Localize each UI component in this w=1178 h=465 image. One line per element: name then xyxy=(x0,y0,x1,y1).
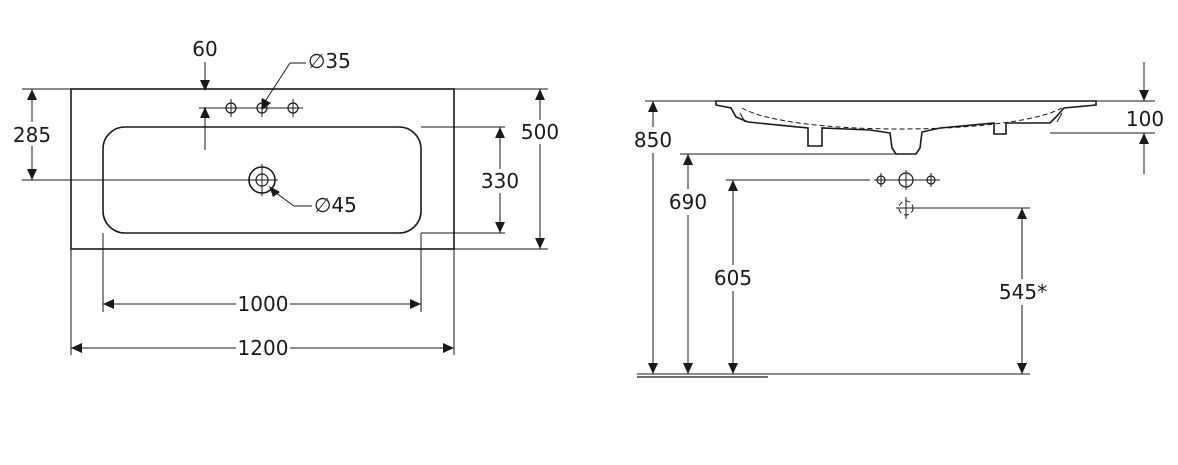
dim-tap-depth-label: 285 xyxy=(13,123,51,147)
dim-bowl-width-label: 1000 xyxy=(238,292,289,316)
dim-tap-height-label: 605 xyxy=(714,266,752,290)
dim-thickness: 100 xyxy=(1050,62,1164,174)
dim-total-depth-label: 500 xyxy=(521,120,559,144)
waste-outlet xyxy=(896,197,1030,219)
dim-total-width-label: 1200 xyxy=(238,336,289,360)
dim-bowl-height-label: 690 xyxy=(669,190,707,214)
dim-waste-height: 545* xyxy=(995,208,1051,374)
plan-view: 60 ∅35 ∅45 285 xyxy=(10,37,562,360)
dim-basin-depth-label: 330 xyxy=(481,169,519,193)
dim-tap-height: 605 xyxy=(711,179,870,374)
dim-waste-height-label: 545* xyxy=(999,280,1047,304)
dim-bowl-width: 1000 xyxy=(102,233,422,316)
side-tap-holes xyxy=(874,170,940,190)
dim-height: 850 xyxy=(630,100,716,374)
counter-outline xyxy=(70,88,455,250)
dim-tap-hole: ∅35 xyxy=(262,49,351,110)
dim-drain: ∅45 xyxy=(269,186,357,217)
dim-bowl-height: 690 xyxy=(666,153,896,374)
side-view: 850 690 605 xyxy=(630,62,1164,378)
dim-tap-depth: 285 xyxy=(10,88,248,181)
dim-tap-hole-label: ∅35 xyxy=(308,49,351,73)
dim-height-label: 850 xyxy=(634,128,672,152)
basin-profile xyxy=(715,100,1097,155)
dim-drain-label: ∅45 xyxy=(314,193,357,217)
dim-thickness-label: 100 xyxy=(1126,107,1164,131)
dim-tap-offset-label: 60 xyxy=(192,37,217,61)
dim-basin-depth: 330 xyxy=(421,126,522,234)
dim-total-depth: 500 xyxy=(454,88,562,250)
dim-tap-offset: 60 xyxy=(192,37,218,150)
dim-total-width: 1200 xyxy=(70,249,455,360)
tap-holes xyxy=(199,99,303,117)
drain xyxy=(246,164,278,196)
